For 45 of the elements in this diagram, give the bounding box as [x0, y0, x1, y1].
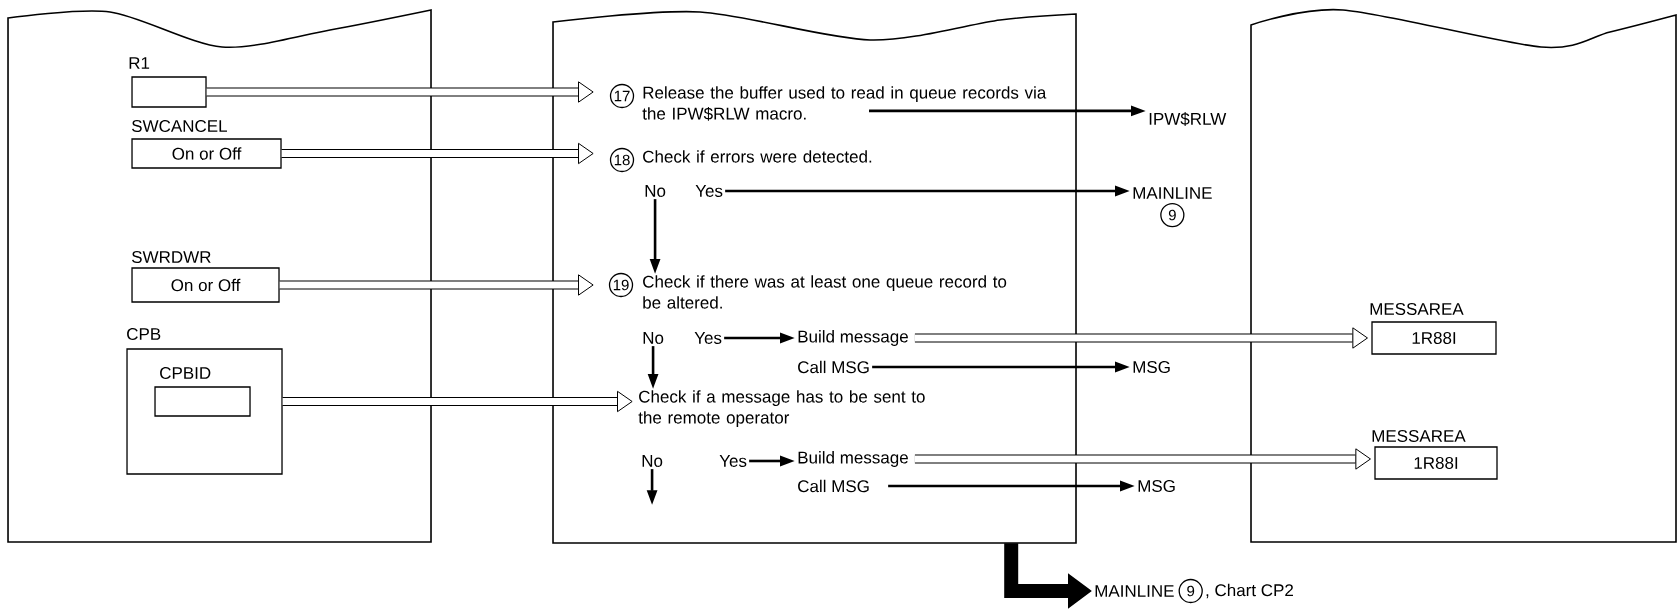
step-number: 17 [609, 83, 635, 109]
field-box: 1R88I [1371, 321, 1497, 355]
step-text: Release the buffer used to read in queue records via the IPW$RLW macro. [642, 86, 1047, 121]
branch-label: No [642, 455, 663, 467]
field-box: On or Off [131, 138, 282, 169]
target-label: , Chart CP2 [1206, 583, 1293, 599]
field-box: On or Off [131, 267, 280, 303]
field-name: CPBID [160, 367, 211, 379]
data-flow-arrow [914, 448, 1371, 470]
process-text: Build message [798, 451, 908, 467]
target-label: MSG [1133, 360, 1170, 373]
field-name: CPB [127, 328, 161, 340]
target-label: MAINLINE [1095, 585, 1174, 597]
data-flow-arrow [206, 81, 594, 103]
field-name: R1 [129, 57, 150, 69]
page-outline [552, 10, 1077, 544]
page-outline [1250, 8, 1677, 543]
data-flow-arrow [282, 390, 633, 413]
branch-label: Yes [695, 185, 723, 197]
branch-label: Yes [694, 332, 722, 344]
data-flow-arrow [914, 327, 1368, 349]
step-number: 18 [609, 147, 635, 173]
data-flow-arrow [281, 142, 594, 165]
step-number: 9 [1178, 578, 1203, 604]
target-label: MAINLINE [1133, 187, 1212, 199]
branch-label: Yes [719, 455, 747, 467]
process-text: Call MSG [798, 479, 869, 493]
field-box: 1R88I [1374, 446, 1498, 480]
process-text: Build message [798, 330, 908, 346]
step-number: 9 [1160, 202, 1185, 228]
page-outline [7, 9, 432, 543]
process-text: Call MSG [798, 360, 869, 374]
field-name: SWCANCEL [132, 120, 227, 132]
target-label: IPW$RLW [1149, 112, 1227, 126]
step-number: 19 [608, 272, 634, 298]
field-name: MESSAREA [1370, 303, 1464, 315]
step-text: Check if a message has to be sent to the remote operator [638, 390, 925, 428]
branch-label: No [645, 185, 666, 197]
target-label: MSG [1138, 479, 1175, 492]
branch-label: No [643, 332, 664, 344]
step-text: Check if there was at least one queue record to be altered. [643, 275, 1007, 309]
field-name: MESSAREA [1372, 429, 1466, 442]
field-name: SWRDWR [132, 251, 211, 263]
data-flow-arrow [279, 274, 594, 296]
step-text: Check if errors were detected. [643, 150, 872, 163]
